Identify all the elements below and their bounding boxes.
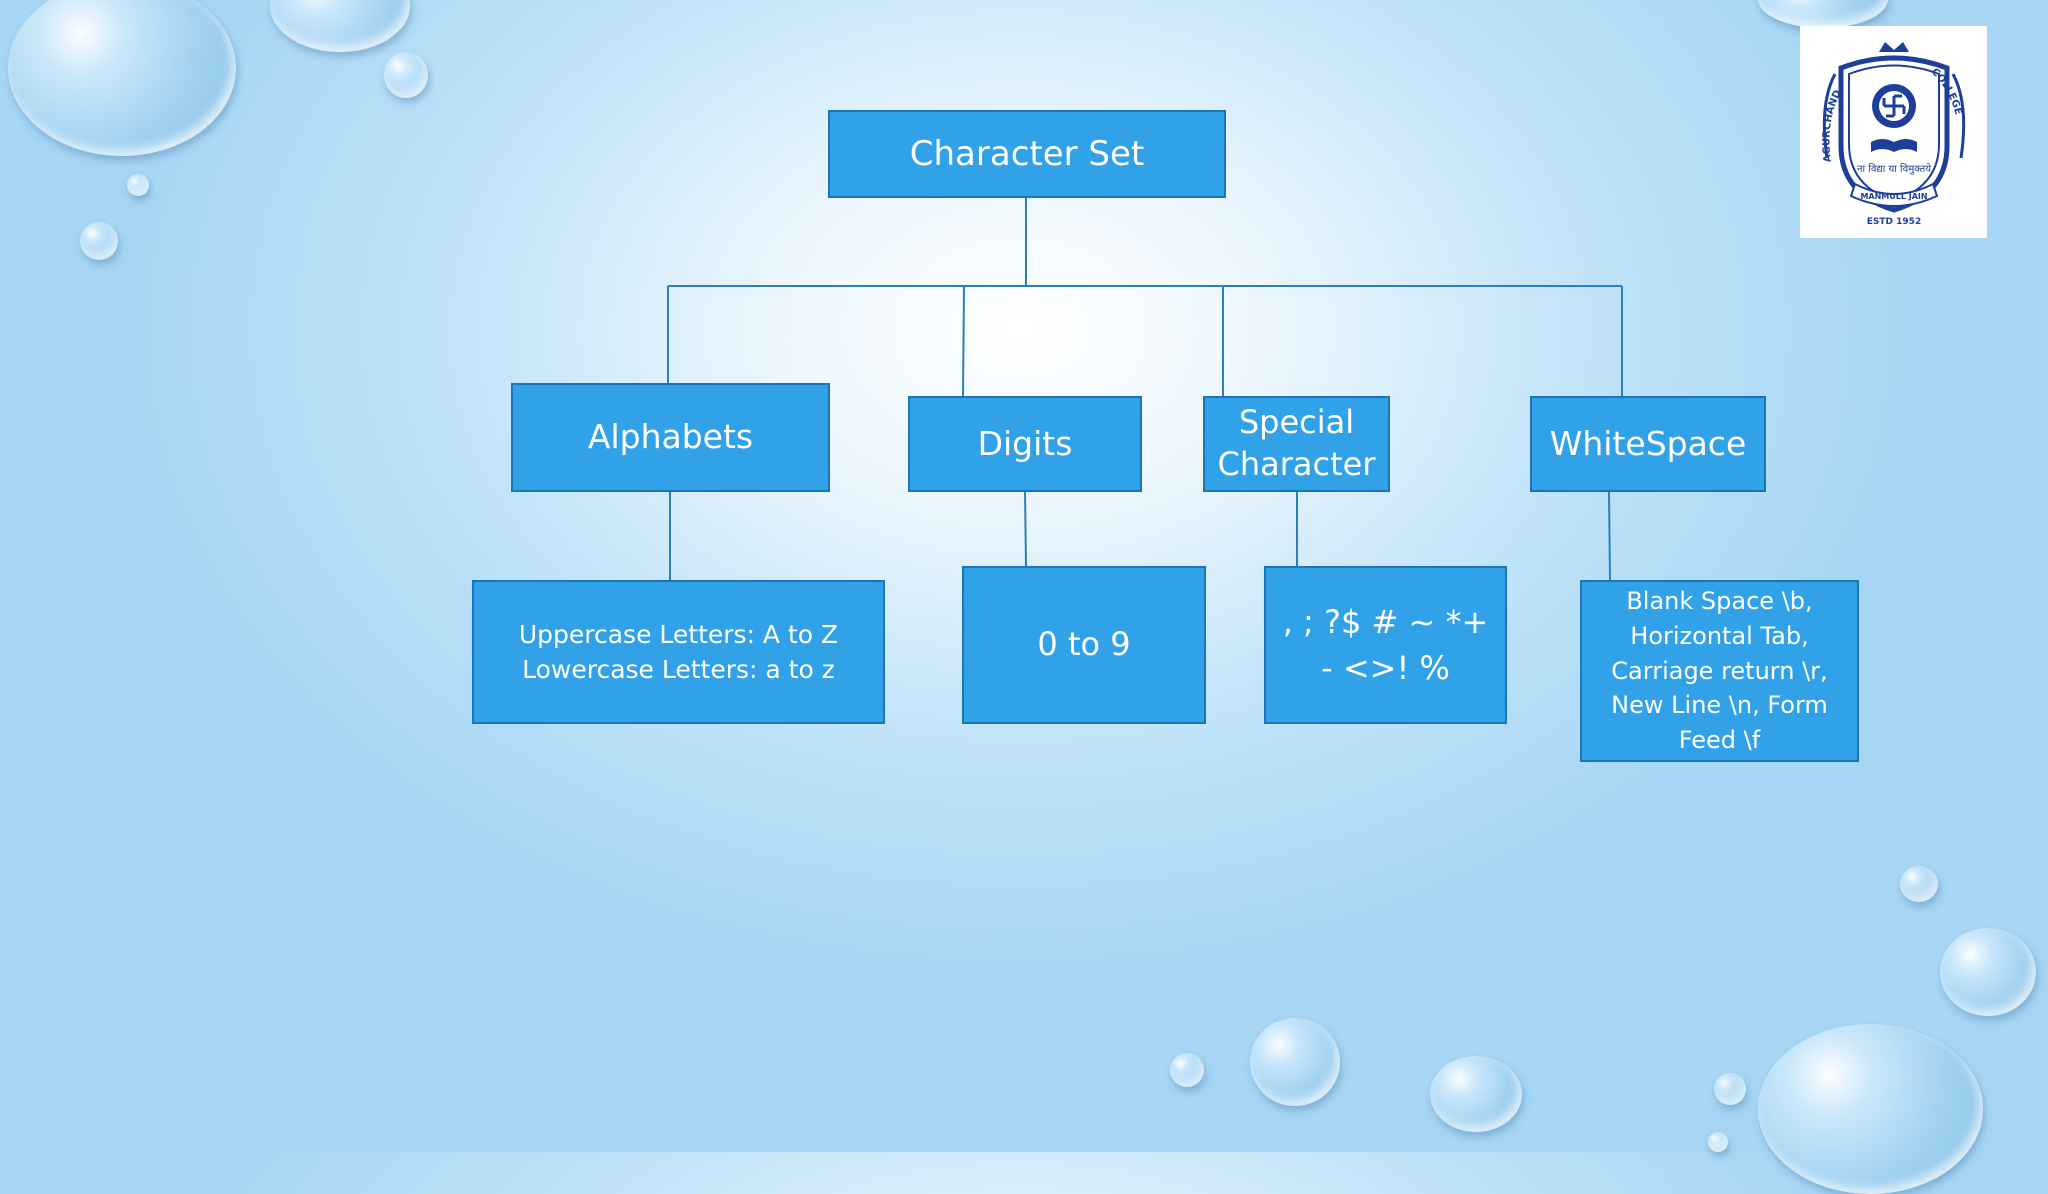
college-crest-icon: ना विद्या या विमुक्तये AGURCHAND COLLEGE… <box>1821 42 1965 227</box>
water-drop-bottom <box>1250 1018 1340 1106</box>
water-drop-small <box>1714 1073 1746 1105</box>
water-drop-tiny <box>1708 1132 1728 1152</box>
node-digits-label: Digits <box>977 423 1073 463</box>
logo-established: ESTD 1952 <box>1866 217 1920 227</box>
node-alphabets-label: Alphabets <box>587 417 754 457</box>
node-whitespace-detail-text: Blank Space \b, Horizontal Tab, Carriage… <box>1611 587 1828 755</box>
node-digits-detail: 0 to 9 <box>962 566 1206 724</box>
water-drop-tiny <box>127 174 149 196</box>
node-alphabets: Alphabets <box>511 383 830 492</box>
node-special-character-detail: , ; ?$ # ~ *+ - <>! % <box>1264 566 1507 724</box>
node-alphabets-detail: Uppercase Letters: A to Z Lowercase Lett… <box>472 580 885 724</box>
water-drop-right <box>1940 928 2036 1016</box>
connector-lines <box>667 198 1623 581</box>
connector-whitespace-detail <box>1608 491 1611 581</box>
water-drop-small <box>80 222 118 260</box>
college-logo: ना विद्या या विमुक्तये AGURCHAND COLLEGE… <box>1800 26 1987 238</box>
node-special-character-detail-text: , ; ?$ # ~ *+ - <>! % <box>1282 602 1489 687</box>
water-drop-small <box>384 52 428 98</box>
logo-motto: ना विद्या या विमुक्तये <box>1856 163 1930 175</box>
node-character-set: Character Set <box>828 110 1226 198</box>
node-alphabets-detail-text: Uppercase Letters: A to Z Lowercase Lett… <box>518 620 839 684</box>
water-drop-bottom <box>1430 1056 1522 1132</box>
node-character-set-label: Character Set <box>909 133 1145 174</box>
water-drop-small <box>1170 1053 1204 1087</box>
water-drop-small <box>1900 866 1938 902</box>
node-special-character: Special Character <box>1203 396 1390 492</box>
node-whitespace-detail: Blank Space \b, Horizontal Tab, Carriage… <box>1580 580 1859 762</box>
node-special-character-label: Special Character <box>1217 403 1376 483</box>
node-whitespace-label: WhiteSpace <box>1549 423 1747 463</box>
node-digits: Digits <box>908 396 1142 492</box>
water-drop-large-top-left <box>8 0 236 156</box>
node-digits-detail-text: 0 to 9 <box>1037 625 1131 664</box>
connector-digits-detail <box>1024 491 1027 567</box>
node-whitespace: WhiteSpace <box>1530 396 1766 492</box>
connector-bus-digits <box>962 285 965 397</box>
logo-ribbon-text: MANMULL JAIN <box>1860 192 1927 201</box>
